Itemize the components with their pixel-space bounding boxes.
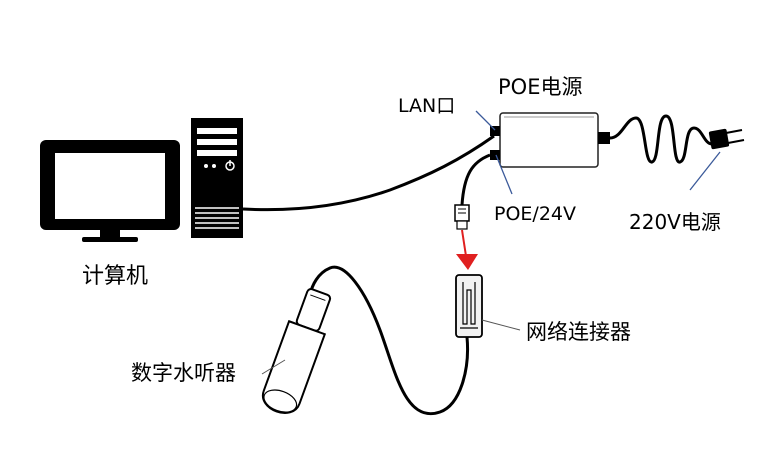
computer-tower-icon (191, 118, 243, 238)
label-220v-power: 220V电源 (629, 210, 721, 234)
rj45-plug-icon (454, 204, 470, 230)
pointer-line-hydrophone (261, 359, 286, 375)
pointer-line-lan (475, 110, 496, 131)
label-network-connector: 网络连接器 (526, 320, 631, 344)
pointer-line-connector (481, 319, 521, 331)
connection-arrow-shaft (461, 229, 467, 257)
label-hydrophone: 数字水听器 (131, 361, 236, 385)
network-connector-icon (455, 274, 483, 338)
power-plug-icon (708, 128, 745, 150)
label-computer: 计算机 (82, 264, 149, 289)
label-lan-port: LAN口 (398, 95, 456, 117)
hydrophone-icon (261, 288, 332, 414)
hydrophone-cable (308, 265, 470, 416)
poe-power-unit (490, 112, 610, 168)
power-coil-cable (609, 114, 713, 164)
pointer-line-220v (689, 151, 721, 191)
label-poe-power: POE电源 (498, 75, 583, 99)
pointer-line-poe24v (495, 154, 513, 195)
connection-arrow-head (456, 254, 478, 270)
monitor-icon (40, 140, 180, 242)
poe-output-cable (460, 153, 491, 206)
lan-cable (242, 134, 495, 212)
label-poe-24v: POE/24V (494, 203, 576, 225)
